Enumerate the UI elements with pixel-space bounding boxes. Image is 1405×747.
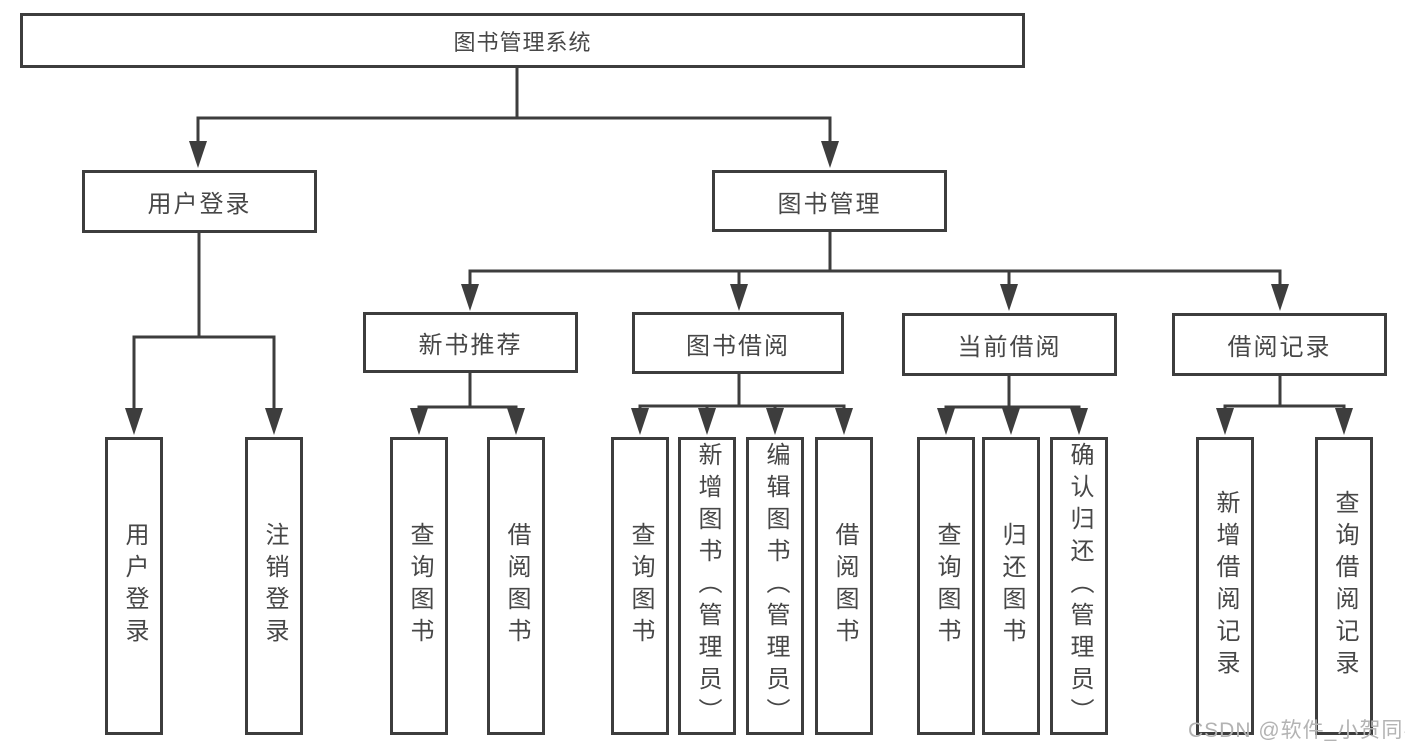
node-borrow-records-label: 借阅记录: [1227, 334, 1332, 361]
leaf-query-books-recommend: 查询图书: [390, 437, 448, 735]
leaf-add-borrow-record: 新增借阅记录: [1196, 437, 1254, 735]
leaf-borrow-books-label: 借阅图书: [831, 522, 858, 650]
leaf-borrow-books: 借阅图书: [815, 437, 873, 735]
leaf-query-books-current-label: 查询图书: [933, 522, 960, 650]
leaf-query-borrow-record: 查询借阅记录: [1315, 437, 1373, 735]
node-new-book-recommend-label: 新书推荐: [418, 332, 523, 359]
node-root: 图书管理系统: [20, 13, 1025, 68]
leaf-confirm-return-admin-label: 确认归还（管理员）: [1066, 442, 1093, 730]
node-user-login-label: 用户登录: [147, 191, 252, 218]
node-current-borrow-label: 当前借阅: [957, 334, 1062, 361]
leaf-borrow-books-recommend-label: 借阅图书: [503, 522, 530, 650]
leaf-edit-book-admin: 编辑图书（管理员）: [746, 437, 804, 735]
node-book-management-label: 图书管理: [777, 190, 882, 218]
node-new-book-recommend: 新书推荐: [363, 312, 578, 373]
leaf-query-books-recommend-label: 查询图书: [406, 522, 433, 650]
leaf-add-borrow-record-label: 新增借阅记录: [1212, 490, 1239, 682]
leaf-user-login: 用户登录: [105, 437, 163, 735]
csdn-watermark: CSDN @软件_小贺同学: [1188, 719, 1405, 742]
node-current-borrow: 当前借阅: [902, 313, 1117, 376]
leaf-query-books-borrow: 查询图书: [611, 437, 669, 735]
node-book-borrow-label: 图书借阅: [686, 332, 790, 360]
node-borrow-records: 借阅记录: [1172, 313, 1387, 376]
leaf-query-books-borrow-label: 查询图书: [627, 522, 654, 650]
node-user-login: 用户登录: [82, 170, 317, 233]
leaf-return-books-label: 归还图书: [998, 522, 1025, 650]
node-book-borrow: 图书借阅: [632, 312, 844, 374]
leaf-edit-book-admin-label: 编辑图书（管理员）: [762, 442, 789, 730]
leaf-query-books-current: 查询图书: [917, 437, 975, 735]
leaf-logout-label: 注销登录: [261, 522, 288, 650]
leaf-add-book-admin: 新增图书（管理员）: [678, 437, 736, 735]
node-root-label: 图书管理系统: [453, 29, 592, 55]
leaf-add-book-admin-label: 新增图书（管理员）: [694, 442, 721, 730]
node-book-management: 图书管理: [712, 170, 947, 232]
leaf-query-borrow-record-label: 查询借阅记录: [1331, 490, 1358, 682]
leaf-return-books: 归还图书: [982, 437, 1040, 735]
leaf-logout: 注销登录: [245, 437, 303, 735]
leaf-confirm-return-admin: 确认归还（管理员）: [1050, 437, 1108, 735]
leaf-user-login-label: 用户登录: [121, 522, 148, 650]
leaf-borrow-books-recommend: 借阅图书: [487, 437, 545, 735]
